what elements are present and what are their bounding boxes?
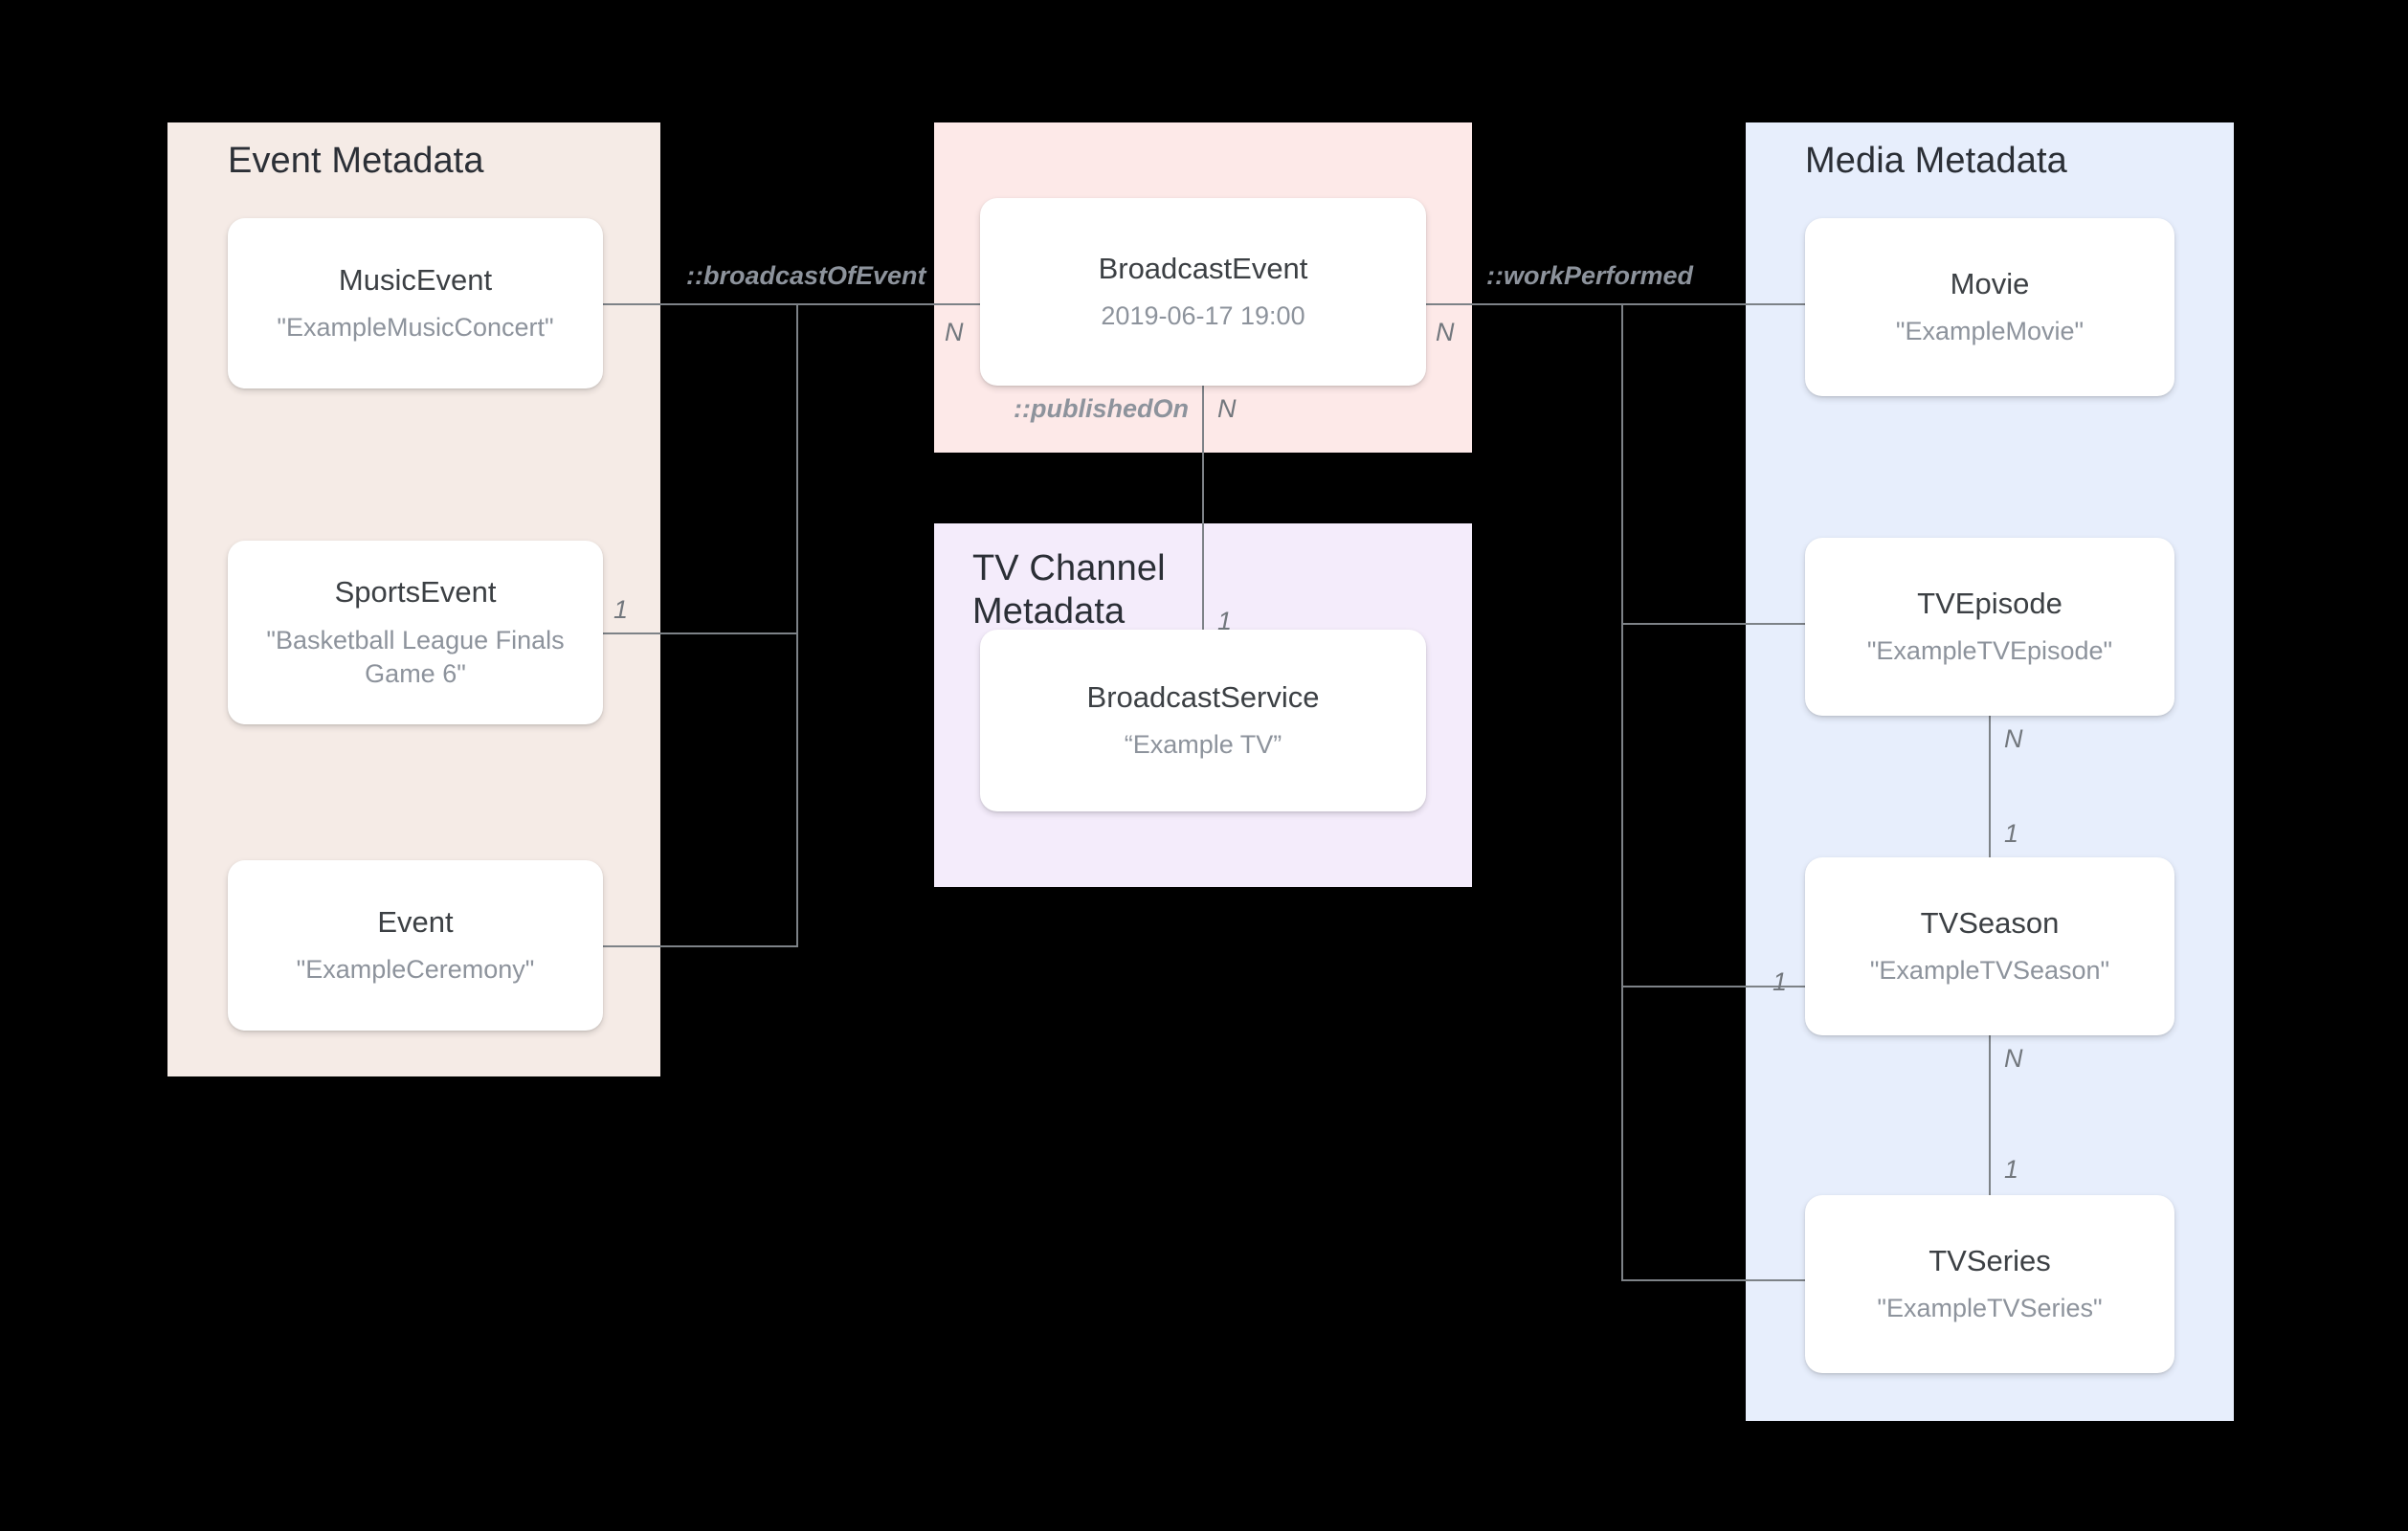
- edge-event-bus: [603, 945, 798, 947]
- edge-sportsevent-bus: [603, 632, 798, 634]
- node-tvseason[interactable]: TVSeason "ExampleTVSeason": [1805, 857, 2174, 1035]
- node-event[interactable]: Event "ExampleCeremony": [228, 860, 603, 1031]
- node-broadcastevent-type: BroadcastEvent: [1098, 251, 1308, 285]
- edge-musicevent-bus: [603, 303, 798, 305]
- node-musicevent-value: "ExampleMusicConcert": [277, 313, 554, 343]
- cardinality-broadcastservice: 1: [1217, 607, 1233, 635]
- node-broadcastevent-value: 2019-06-17 19:00: [1101, 301, 1305, 331]
- edge-event-vertical-bus: [796, 303, 798, 946]
- group-title-event-metadata: Event Metadata: [228, 141, 484, 181]
- edge-tvepisode-tvseason: [1989, 716, 1991, 857]
- node-broadcastservice-value: “Example TV”: [1124, 730, 1282, 760]
- node-movie-value: "ExampleMovie": [1895, 317, 2085, 346]
- cardinality-broadcastevent-left: N: [945, 318, 964, 346]
- edge-bus-to-broadcastevent: [796, 303, 982, 305]
- cardinality-tvseason-left: 1: [1773, 967, 1788, 996]
- edge-bus-to-tvseason: [1621, 986, 1805, 987]
- node-tvepisode[interactable]: TVEpisode "ExampleTVEpisode": [1805, 538, 2174, 716]
- node-tvseason-value: "ExampleTVSeason": [1869, 956, 2110, 986]
- edge-broadcastevent-media-bus: [1426, 303, 1623, 305]
- node-tvseries-value: "ExampleTVSeries": [1877, 1294, 2103, 1323]
- group-title-tv-channel-metadata: TV Channel Metadata: [972, 548, 1166, 632]
- node-sportsevent-value: "Basketball League Finals Game 6": [266, 625, 565, 688]
- node-musicevent[interactable]: MusicEvent "ExampleMusicConcert": [228, 218, 603, 388]
- node-movie[interactable]: Movie "ExampleMovie": [1805, 218, 2174, 396]
- edge-bus-to-movie: [1621, 303, 1805, 305]
- group-title-media-metadata: Media Metadata: [1805, 141, 2067, 181]
- node-musicevent-type: MusicEvent: [338, 262, 493, 297]
- node-tvseason-type: TVSeason: [1920, 905, 2060, 940]
- node-broadcastservice[interactable]: BroadcastService “Example TV”: [980, 630, 1426, 811]
- edge-media-vertical-bus: [1621, 303, 1623, 1280]
- relation-label-published-on: ::publishedOn: [1014, 394, 1189, 423]
- cardinality-tvseries-1: 1: [2004, 1155, 2019, 1184]
- edge-bus-to-tvseries: [1621, 1279, 1805, 1281]
- edge-tvseason-tvseries: [1989, 1035, 1991, 1195]
- cardinality-sportsevent: 1: [613, 595, 629, 624]
- cardinality-tvepisode-n: N: [2004, 724, 2023, 753]
- cardinality-tvseason-n: N: [2004, 1044, 2023, 1073]
- node-tvseries[interactable]: TVSeries "ExampleTVSeries": [1805, 1195, 2174, 1373]
- node-broadcastevent[interactable]: BroadcastEvent 2019-06-17 19:00: [980, 198, 1426, 386]
- node-sportsevent[interactable]: SportsEvent "Basketball League Finals Ga…: [228, 541, 603, 724]
- node-tvepisode-type: TVEpisode: [1917, 586, 2062, 620]
- node-broadcastservice-type: BroadcastService: [1086, 679, 1320, 714]
- relation-label-work-performed: ::workPerformed: [1486, 261, 1694, 290]
- relation-label-broadcast-of-event: ::broadcastOfEvent: [686, 261, 926, 290]
- node-event-value: "ExampleCeremony": [296, 955, 535, 985]
- node-movie-type: Movie: [1950, 266, 2030, 300]
- edge-bus-to-tvepisode: [1621, 623, 1805, 625]
- cardinality-tvseason-1: 1: [2004, 819, 2019, 848]
- cardinality-broadcastevent-right: N: [1436, 318, 1455, 346]
- edge-broadcastevent-publishedon-broadcastservice: [1202, 386, 1204, 632]
- node-tvseries-type: TVSeries: [1929, 1243, 2051, 1277]
- node-tvepisode-value: "ExampleTVEpisode": [1866, 636, 2113, 666]
- node-event-type: Event: [377, 904, 454, 939]
- node-sportsevent-type: SportsEvent: [334, 575, 497, 610]
- cardinality-broadcastevent-publishedon: N: [1217, 394, 1237, 423]
